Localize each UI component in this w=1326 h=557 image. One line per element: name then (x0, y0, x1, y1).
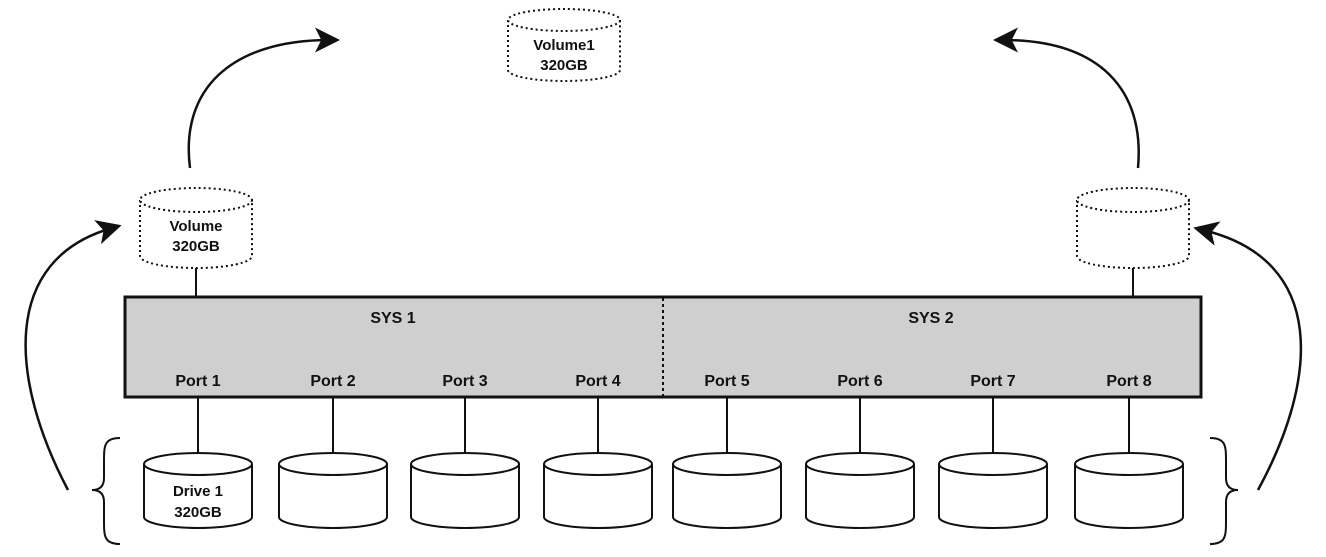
arrow-left-top (187, 27, 340, 169)
drive-6-cylinder (805, 452, 915, 529)
drive-3-cylinder (410, 452, 520, 529)
ports-layer: Port 1 Port 2 Port 3 Port 4 Port 5 Port 6 Port… (175, 373, 1152, 453)
port-3-label: Port 3 (442, 373, 487, 390)
sys2-label: SYS 2 (908, 310, 953, 327)
right-volume-cylinder (1076, 187, 1190, 269)
drive-1-name: Drive 1 (173, 483, 223, 500)
drive-8-cylinder (1074, 452, 1184, 529)
port-4-label: Port 4 (575, 373, 620, 390)
drive-2-cylinder (278, 452, 388, 529)
left-volume-size: 320GB (172, 238, 220, 255)
left-volume-name: Volume (169, 218, 222, 235)
drive-5-cylinder (672, 452, 782, 529)
arrow-right-bottom (1193, 221, 1303, 491)
arrow-right-top (993, 27, 1140, 169)
right-brace (1209, 437, 1239, 545)
volume1-cylinder: Volume1 320GB (507, 8, 621, 82)
sys1-label: SYS 1 (370, 310, 415, 327)
port-2-label: Port 2 (310, 373, 355, 390)
volume1-size: 320GB (540, 57, 588, 74)
port-5-label: Port 5 (704, 373, 749, 390)
port-8-label: Port 8 (1106, 373, 1151, 390)
volume1-name: Volume1 (533, 37, 594, 54)
drive-1-size: 320GB (174, 504, 222, 521)
left-volume-cylinder: Volume 320GB (139, 187, 253, 269)
drive-7-cylinder (938, 452, 1048, 529)
left-brace (91, 437, 121, 545)
port-7-label: Port 7 (970, 373, 1015, 390)
drive-1-cylinder: Drive 1 320GB (143, 452, 253, 529)
drive-4-cylinder (543, 452, 653, 529)
port-6-label: Port 6 (837, 373, 882, 390)
arrow-left-bottom (24, 220, 122, 491)
drives-layer: Drive 1 320GB (143, 452, 1184, 529)
port-1-label: Port 1 (175, 373, 220, 390)
